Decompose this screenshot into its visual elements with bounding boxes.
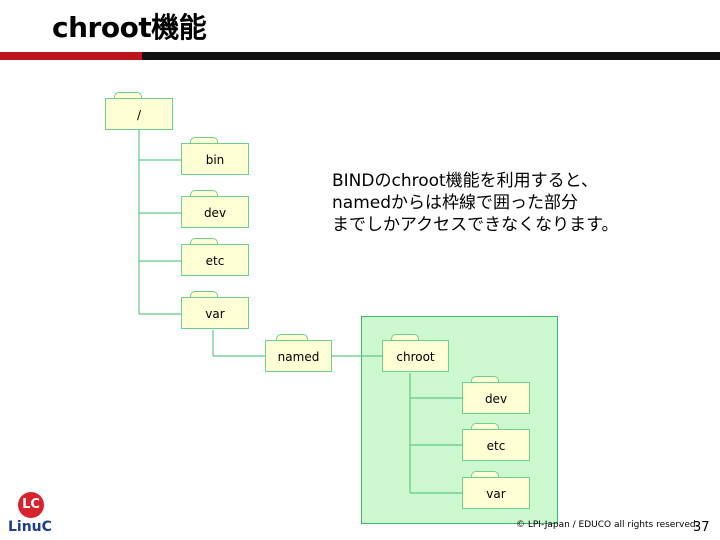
folder-label: named [277,350,320,364]
title-underline-bar [142,52,720,60]
page-number: 37 [693,520,710,535]
folder-chroot-dev: dev [462,376,530,414]
folder-label: var [205,307,225,321]
folder-chroot-var: var [462,471,530,509]
folder-label: var [486,487,506,501]
folder-tab [471,376,499,382]
folder-tab [114,92,142,98]
folder-label: / [136,108,142,122]
folder-tab [190,291,218,297]
description-line: BINDのchroot機能を利用すると、 [332,171,599,191]
folder-tab [276,334,308,340]
folder-label: chroot [396,350,435,364]
description-line: namedからは枠線で囲った部分 [332,193,579,213]
folder-label: dev [203,206,227,220]
logo-wordmark: LinuC [8,519,52,535]
folder-label: dev [484,392,508,406]
description-line: までしかアクセスできなくなります。 [332,215,619,235]
folder-dev: dev [181,190,249,228]
folder-tab [190,190,218,196]
folder-label: etc [486,439,506,453]
folder-chroot: chroot [382,334,449,372]
linuc-logo: LC LinuC [8,492,56,536]
folder-label: etc [205,254,225,268]
folder-tab [471,423,499,429]
folder-tab [471,471,499,477]
folder-root: / [105,92,173,130]
folder-bin: bin [181,137,249,175]
description-text: BINDのchroot機能を利用すると、 namedからは枠線で囲った部分 まで… [332,170,618,236]
folder-tab [190,238,218,244]
folder-label: bin [205,153,225,167]
slide-title: chroot機能 [52,11,207,44]
folder-var: var [181,291,249,329]
logo-mark: LC [18,492,44,518]
copyright-text: © LPI-Japan / EDUCO all rights reserved. [516,520,699,530]
title-accent-bar [0,52,142,60]
folder-chroot-etc: etc [462,423,530,461]
folder-tab [190,137,218,143]
folder-etc: etc [181,238,249,276]
folder-tab [391,334,419,340]
folder-named: named [265,334,332,372]
